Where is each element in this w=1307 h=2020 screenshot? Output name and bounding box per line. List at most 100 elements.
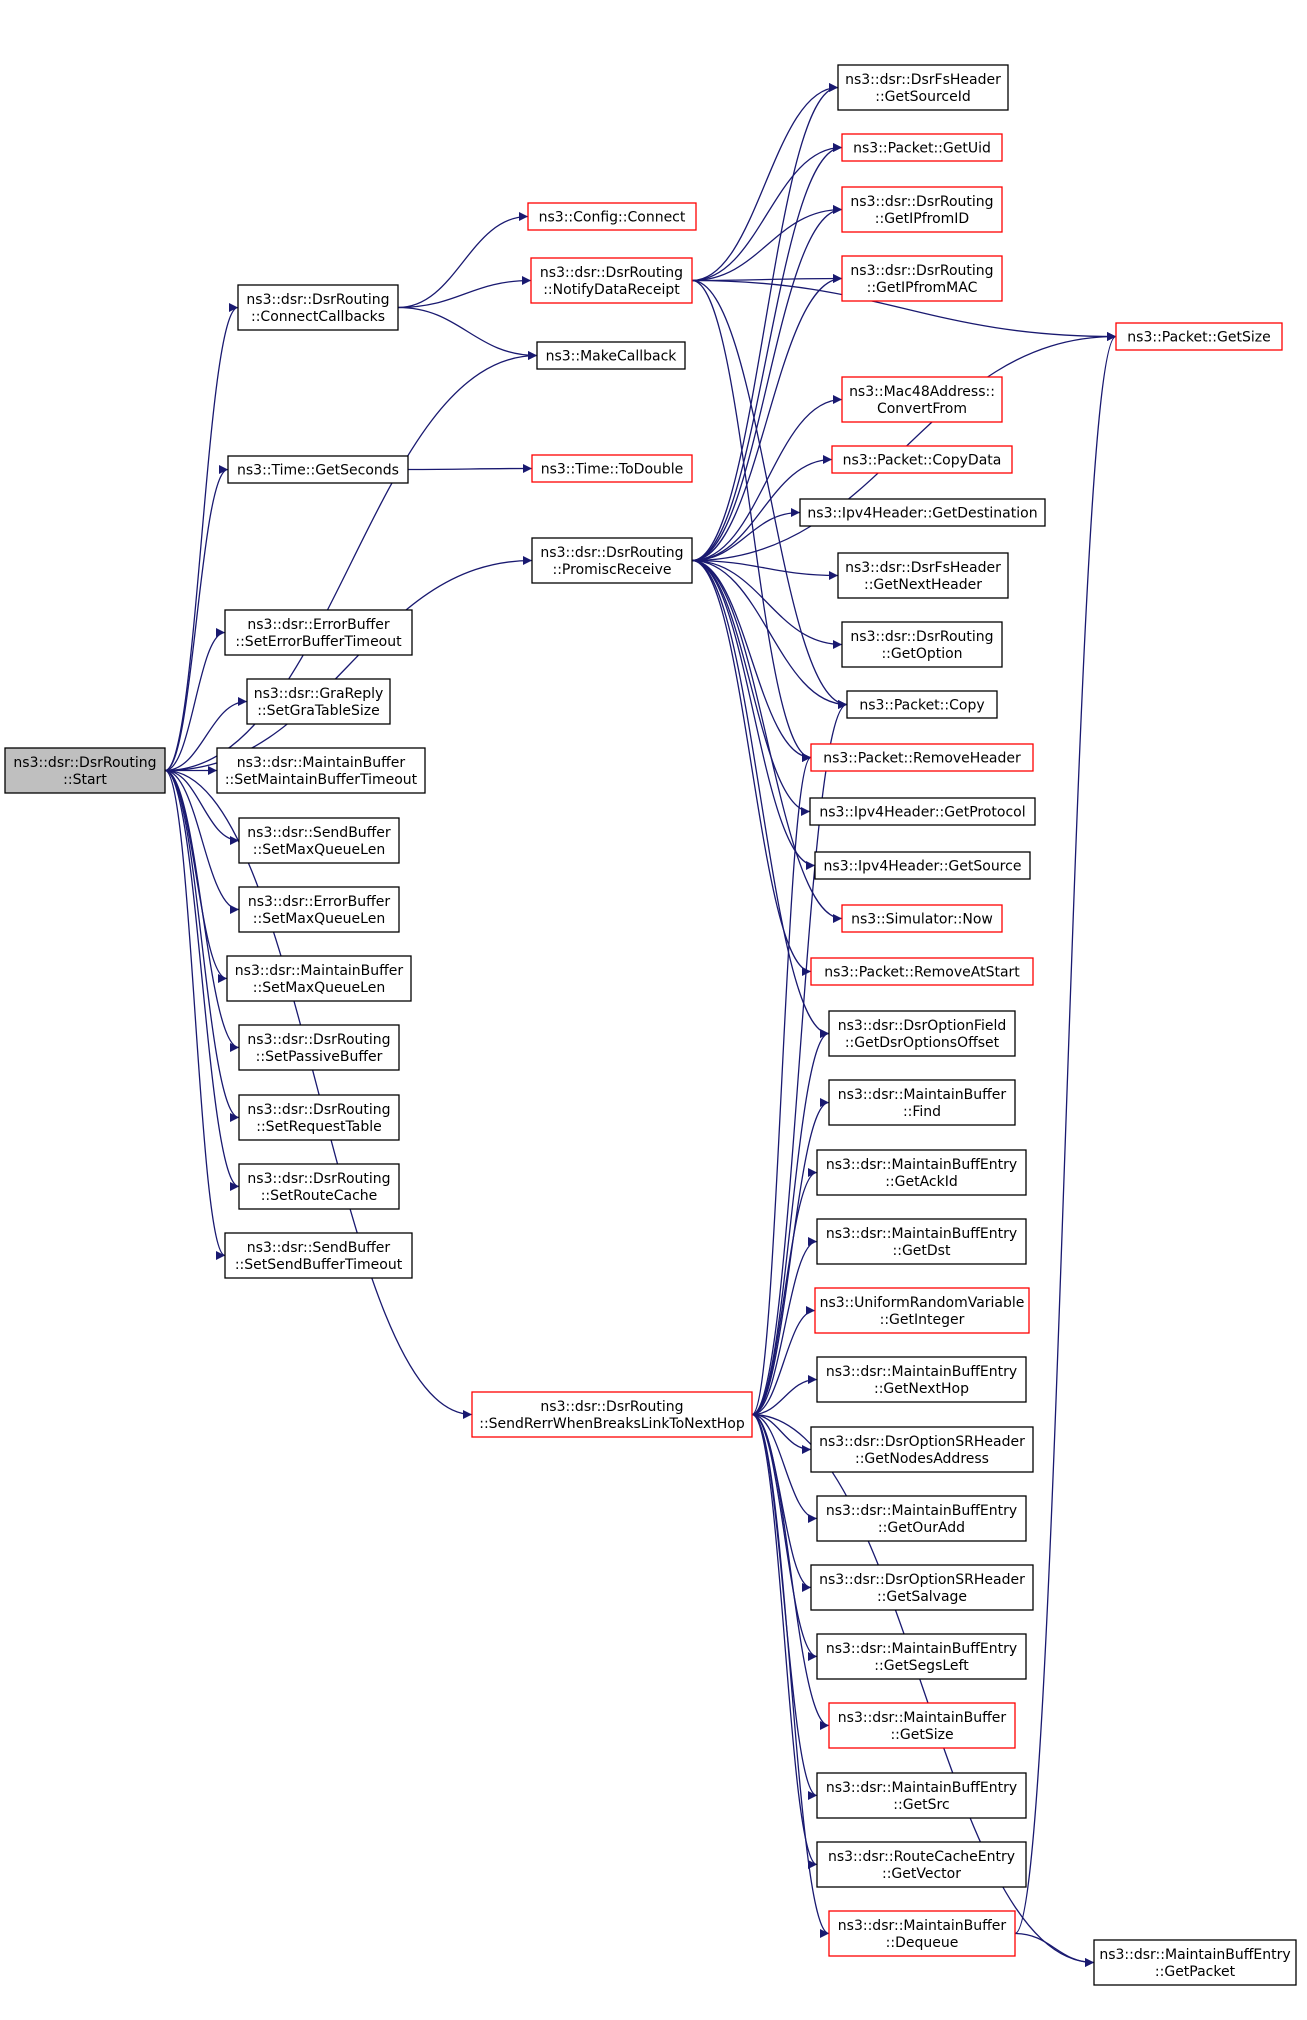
node-label-line: ::SetSendBufferTimeout [235, 1257, 403, 1273]
node-get-vector[interactable]: ns3::dsr::RouteCacheEntry::GetVector [816, 1841, 1027, 1888]
node-label-line: ::Find [903, 1104, 941, 1120]
node-box [831, 445, 1013, 474]
node-box [536, 341, 686, 370]
edge-start-to-set-passive [164, 769, 240, 1052]
edge-send-rerr-to-get-salvage [751, 1413, 812, 1592]
node-get-size[interactable]: ns3::Packet::GetSize [1115, 322, 1283, 351]
node-get-ipfrom-id[interactable]: ns3::dsr::DsrRouting::GetIPfromID [841, 186, 1003, 233]
node-box [816, 1218, 1027, 1265]
node-mb-find[interactable]: ns3::dsr::MaintainBuffer::Find [828, 1079, 1016, 1126]
node-connect-callbacks[interactable]: ns3::dsr::DsrRouting::ConnectCallbacks [237, 284, 399, 331]
edge-notify-data-to-get-size [691, 279, 1117, 341]
node-box [1115, 322, 1283, 351]
node-send-buf-max-q[interactable]: ns3::dsr::SendBuffer::SetMaxQueueLen [238, 817, 400, 864]
node-label-line: ns3::UniformRandomVariable [820, 1295, 1025, 1311]
function-nodes: ns3::dsr::DsrRouting::Startns3::dsr::Dsr… [4, 64, 1297, 1986]
node-box [841, 186, 1003, 233]
node-label-line: ns3::dsr::MaintainBuffEntry [1099, 1947, 1290, 1963]
node-get-ack-id[interactable]: ns3::dsr::MaintainBuffEntry::GetAckId [816, 1149, 1027, 1196]
node-remove-header[interactable]: ns3::Packet::RemoveHeader [810, 743, 1034, 772]
node-set-route-cache[interactable]: ns3::dsr::DsrRouting::SetRouteCache [238, 1163, 400, 1210]
node-label-line: ns3::dsr::GraReply [254, 686, 384, 702]
node-get-uid[interactable]: ns3::Packet::GetUid [841, 133, 1003, 162]
node-label-line: ::GetDst [893, 1243, 951, 1259]
node-label-line: ::GetSize [890, 1727, 953, 1743]
node-set-maint-timeout[interactable]: ns3::dsr::MaintainBuffer::SetMaintainBuf… [216, 747, 426, 794]
node-dequeue[interactable]: ns3::dsr::MaintainBuffer::Dequeue [828, 1910, 1016, 1957]
node-box [238, 1024, 400, 1071]
node-convert-from[interactable]: ns3::Mac48Address::ConvertFrom [841, 376, 1003, 423]
edge-send-rerr-to-dequeue [751, 1413, 830, 1938]
node-make-callback[interactable]: ns3::MakeCallback [536, 341, 686, 370]
node-get-seconds-t[interactable]: ns3::Time::GetSeconds [227, 455, 409, 484]
node-box [810, 1564, 1034, 1611]
node-err-buf-max-q[interactable]: ns3::dsr::ErrorBuffer::SetMaxQueueLen [238, 886, 400, 933]
node-label-line: ::GetNextHeader [864, 577, 982, 593]
node-config-connect[interactable]: ns3::Config::Connect [527, 202, 697, 231]
node-get-salvage[interactable]: ns3::dsr::DsrOptionSRHeader::GetSalvage [810, 1564, 1034, 1611]
node-box [814, 851, 1031, 880]
node-get-integer[interactable]: ns3::UniformRandomVariable::GetInteger [814, 1287, 1030, 1334]
node-copy-data[interactable]: ns3::Packet::CopyData [831, 445, 1013, 474]
node-get-ipfrom-mac[interactable]: ns3::dsr::DsrRouting::GetIPfromMAC [841, 255, 1003, 302]
node-label-line: ns3::dsr::RouteCacheEntry [828, 1849, 1015, 1865]
node-get-next-hop[interactable]: ns3::dsr::MaintainBuffEntry::GetNextHop [816, 1356, 1027, 1403]
node-label-line: ns3::dsr::ErrorBuffer [248, 894, 390, 910]
node-label-line: ::GetAckId [885, 1174, 958, 1190]
node-to-double[interactable]: ns3::Time::ToDouble [531, 454, 693, 483]
node-label-line: ns3::dsr::DsrRouting [247, 1102, 390, 1118]
edge-promisc-to-sim-now [691, 559, 843, 923]
node-label-line: ns3::dsr::DsrOptionSRHeader [819, 1434, 1025, 1450]
node-send-rerr[interactable]: ns3::dsr::DsrRouting::SendRerrWhenBreaks… [471, 1391, 753, 1438]
node-box [841, 904, 1003, 933]
node-get-dsr-offset[interactable]: ns3::dsr::DsrOptionField::GetDsrOptionsO… [828, 1010, 1016, 1057]
node-label-line: ::SendRerrWhenBreaksLinkToNextHop [479, 1416, 745, 1432]
node-get-our-add[interactable]: ns3::dsr::MaintainBuffEntry::GetOurAdd [816, 1495, 1027, 1542]
node-label-line: ns3::dsr::DsrFsHeader [845, 560, 1001, 576]
node-box [530, 257, 693, 304]
node-get-source[interactable]: ns3::Ipv4Header::GetSource [814, 851, 1031, 880]
edge-promisc-to-remove-header [691, 559, 812, 762]
node-box [238, 1163, 400, 1210]
node-mb-get-size[interactable]: ns3::dsr::MaintainBuffer::GetSize [828, 1702, 1016, 1749]
node-box [816, 1772, 1027, 1819]
node-maint-buf-max-q[interactable]: ns3::dsr::MaintainBuffer::SetMaxQueueLen [226, 955, 412, 1002]
node-label-line: ns3::dsr::MaintainBuffer [235, 963, 404, 979]
node-get-packet[interactable]: ns3::dsr::MaintainBuffEntry::GetPacket [1093, 1939, 1297, 1986]
node-set-gra-table[interactable]: ns3::dsr::GraReply::SetGraTableSize [246, 678, 391, 725]
node-box [828, 1910, 1016, 1957]
node-remove-at-start[interactable]: ns3::Packet::RemoveAtStart [810, 957, 1034, 986]
node-set-send-timeout[interactable]: ns3::dsr::SendBuffer::SetSendBufferTimeo… [224, 1232, 413, 1279]
node-label-line: ns3::dsr::SendBuffer [247, 1240, 391, 1256]
edge-promisc-to-convert-from [691, 395, 843, 562]
node-label-line: ns3::Ipv4Header::GetSource [824, 859, 1022, 875]
node-label-line: ns3::Time::GetSeconds [237, 463, 399, 479]
node-label-line: ns3::Packet::GetUid [853, 141, 991, 157]
edge-send-rerr-to-mb-get-size [751, 1413, 830, 1730]
node-start[interactable]: ns3::dsr::DsrRouting::Start [4, 747, 166, 794]
node-set-req-table[interactable]: ns3::dsr::DsrRouting::SetRequestTable [238, 1094, 400, 1141]
node-get-source-id[interactable]: ns3::dsr::DsrFsHeader::GetSourceId [837, 64, 1009, 111]
node-box [224, 1232, 413, 1279]
node-label-line: ns3::dsr::DsrRouting [540, 545, 683, 561]
node-copy[interactable]: ns3::Packet::Copy [846, 690, 998, 719]
node-get-next-header[interactable]: ns3::dsr::DsrFsHeader::GetNextHeader [837, 552, 1009, 599]
node-get-dest[interactable]: ns3::Ipv4Header::GetDestination [799, 498, 1046, 527]
node-set-passive[interactable]: ns3::dsr::DsrRouting::SetPassiveBuffer [238, 1024, 400, 1071]
node-get-segs-left[interactable]: ns3::dsr::MaintainBuffEntry::GetSegsLeft [816, 1633, 1027, 1680]
node-promisc[interactable]: ns3::dsr::DsrRouting::PromiscReceive [531, 537, 693, 584]
edge-start-to-set-gra-table [164, 697, 248, 772]
node-get-dst[interactable]: ns3::dsr::MaintainBuffEntry::GetDst [816, 1218, 1027, 1265]
node-get-src[interactable]: ns3::dsr::MaintainBuffEntry::GetSrc [816, 1772, 1027, 1819]
node-label-line: ::GetOurAdd [878, 1520, 965, 1536]
node-set-err-timeout[interactable]: ns3::dsr::ErrorBuffer::SetErrorBufferTim… [224, 609, 413, 656]
node-label-line: ns3::Config::Connect [539, 210, 686, 226]
node-notify-data[interactable]: ns3::dsr::DsrRouting::NotifyDataReceipt [530, 257, 693, 304]
edge-send-rerr-to-get-ack-id [751, 1168, 818, 1416]
node-get-nodes-addr[interactable]: ns3::dsr::DsrOptionSRHeader::GetNodesAdd… [810, 1426, 1034, 1473]
node-get-option[interactable]: ns3::dsr::DsrRouting::GetOption [841, 621, 1003, 668]
node-get-protocol[interactable]: ns3::Ipv4Header::GetProtocol [809, 797, 1036, 826]
edge-promisc-to-get-dsr-offset [691, 559, 830, 1038]
node-label-line: ns3::dsr::DsrRouting [13, 755, 156, 771]
node-sim-now[interactable]: ns3::Simulator::Now [841, 904, 1003, 933]
